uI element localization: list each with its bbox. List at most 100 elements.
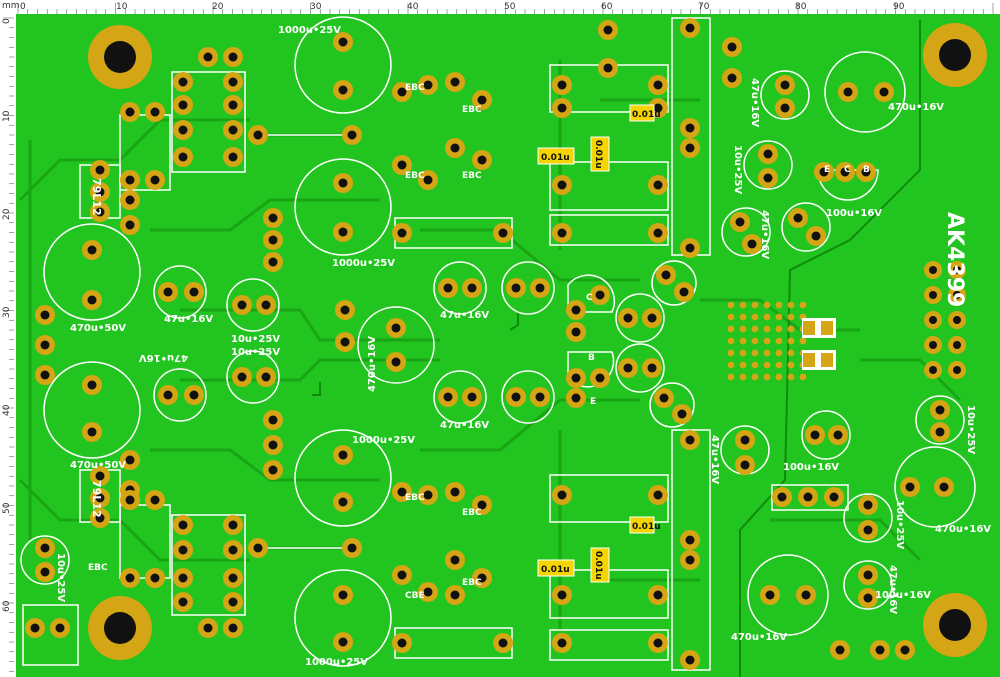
header-pin-hole <box>953 366 961 374</box>
ruler-ticks <box>3 3 994 672</box>
via <box>763 325 771 333</box>
through-hole-pad <box>120 190 140 210</box>
film-cap-label: 0.01u <box>632 522 661 532</box>
through-hole-pad <box>173 72 193 92</box>
through-hole-pad <box>333 585 353 605</box>
via <box>739 349 747 357</box>
through-hole-pad <box>145 170 165 190</box>
through-hole-pad <box>642 308 662 328</box>
silk-label: 10u•25V <box>965 405 976 454</box>
through-hole-pad <box>82 375 102 395</box>
left-ruler <box>0 0 14 677</box>
smd-pad <box>803 353 815 367</box>
through-hole-pad <box>472 90 492 110</box>
through-hole-pad <box>256 367 276 387</box>
through-hole-pad <box>742 234 762 254</box>
silk-label: 470u•16V <box>888 102 944 113</box>
through-hole-pad <box>173 95 193 115</box>
through-hole-pad <box>25 618 45 638</box>
via <box>727 337 735 345</box>
through-hole-pad <box>758 144 778 164</box>
through-hole-pad <box>858 495 878 515</box>
through-hole-pad <box>796 585 816 605</box>
through-hole-pad <box>590 368 610 388</box>
through-hole-pad <box>198 618 218 638</box>
through-hole-pad <box>333 492 353 512</box>
silk-label: EBC <box>88 563 108 573</box>
via <box>763 301 771 309</box>
silk-label: 470u•50V <box>70 323 126 334</box>
via <box>751 325 759 333</box>
through-hole-pad <box>173 120 193 140</box>
silk-label: 47u•16V <box>440 310 489 321</box>
through-hole-pad <box>223 147 243 167</box>
silk-label: E <box>590 397 596 407</box>
mounting-hole-tl <box>88 25 152 89</box>
through-hole-pad <box>680 550 700 570</box>
through-hole-pad <box>145 568 165 588</box>
through-hole-pad <box>35 562 55 582</box>
through-hole-pad <box>82 422 102 442</box>
through-hole-pad <box>392 155 412 175</box>
ruler-unit: mm <box>2 1 20 11</box>
through-hole-pad <box>648 175 668 195</box>
through-hole-pad <box>462 387 482 407</box>
through-hole-pad <box>438 278 458 298</box>
ruler-top-label: 70 <box>698 2 710 12</box>
through-hole-pad <box>472 568 492 588</box>
through-hole-pad <box>445 585 465 605</box>
silk-label: 1000u•25V <box>278 25 341 36</box>
header-pin-hole <box>929 341 937 349</box>
through-hole-pad <box>735 430 755 450</box>
through-hole-pad <box>674 282 694 302</box>
through-hole-pad <box>680 138 700 158</box>
through-hole-pad <box>173 592 193 612</box>
via <box>739 313 747 321</box>
silk-label: 470u•16V <box>935 524 991 535</box>
through-hole-pad <box>184 385 204 405</box>
via <box>739 361 747 369</box>
through-hole-pad <box>598 58 618 78</box>
through-hole-pad <box>552 175 572 195</box>
through-hole-pad <box>232 367 252 387</box>
through-hole-pad <box>263 252 283 272</box>
silk-label: 47u•16V <box>759 210 770 259</box>
silk-label: 100u•16V <box>826 208 882 219</box>
through-hole-pad <box>248 538 268 558</box>
via <box>775 301 783 309</box>
through-hole-pad <box>472 495 492 515</box>
ruler-left-label: 60 <box>2 600 12 612</box>
silk-label: 1000u•25V <box>352 435 415 446</box>
through-hole-pad <box>552 585 572 605</box>
film-cap: 0.01u <box>537 559 575 577</box>
through-hole-pad <box>722 37 742 57</box>
silk-label: 1000u•25V <box>305 657 368 668</box>
film-cap: 0.01u <box>629 516 661 534</box>
board-title: AK4399 <box>942 212 967 307</box>
silk-label: EBC <box>462 105 482 115</box>
ruler-left-label: 40 <box>2 404 12 416</box>
ruler-top-label: 60 <box>601 2 613 12</box>
through-hole-pad <box>120 450 140 470</box>
top-ruler <box>0 0 1000 14</box>
via <box>763 337 771 345</box>
through-hole-pad <box>830 640 850 660</box>
silk-label: C <box>586 293 593 303</box>
via <box>727 361 735 369</box>
through-hole-pad <box>333 632 353 652</box>
through-hole-pad <box>392 633 412 653</box>
silk-label: 47u•16V <box>164 314 213 325</box>
via <box>727 373 735 381</box>
ruler-left-label: 50 <box>2 502 12 514</box>
through-hole-pad <box>835 162 855 182</box>
silk-label: CBE <box>405 591 425 601</box>
through-hole-pad <box>158 385 178 405</box>
through-hole-pad <box>333 80 353 100</box>
through-hole-pad <box>173 147 193 167</box>
through-hole-pad <box>552 633 572 653</box>
via <box>775 337 783 345</box>
through-hole-pad <box>90 202 110 222</box>
through-hole-pad <box>418 75 438 95</box>
through-hole-pad <box>256 295 276 315</box>
silk-label: EBC <box>462 578 482 588</box>
